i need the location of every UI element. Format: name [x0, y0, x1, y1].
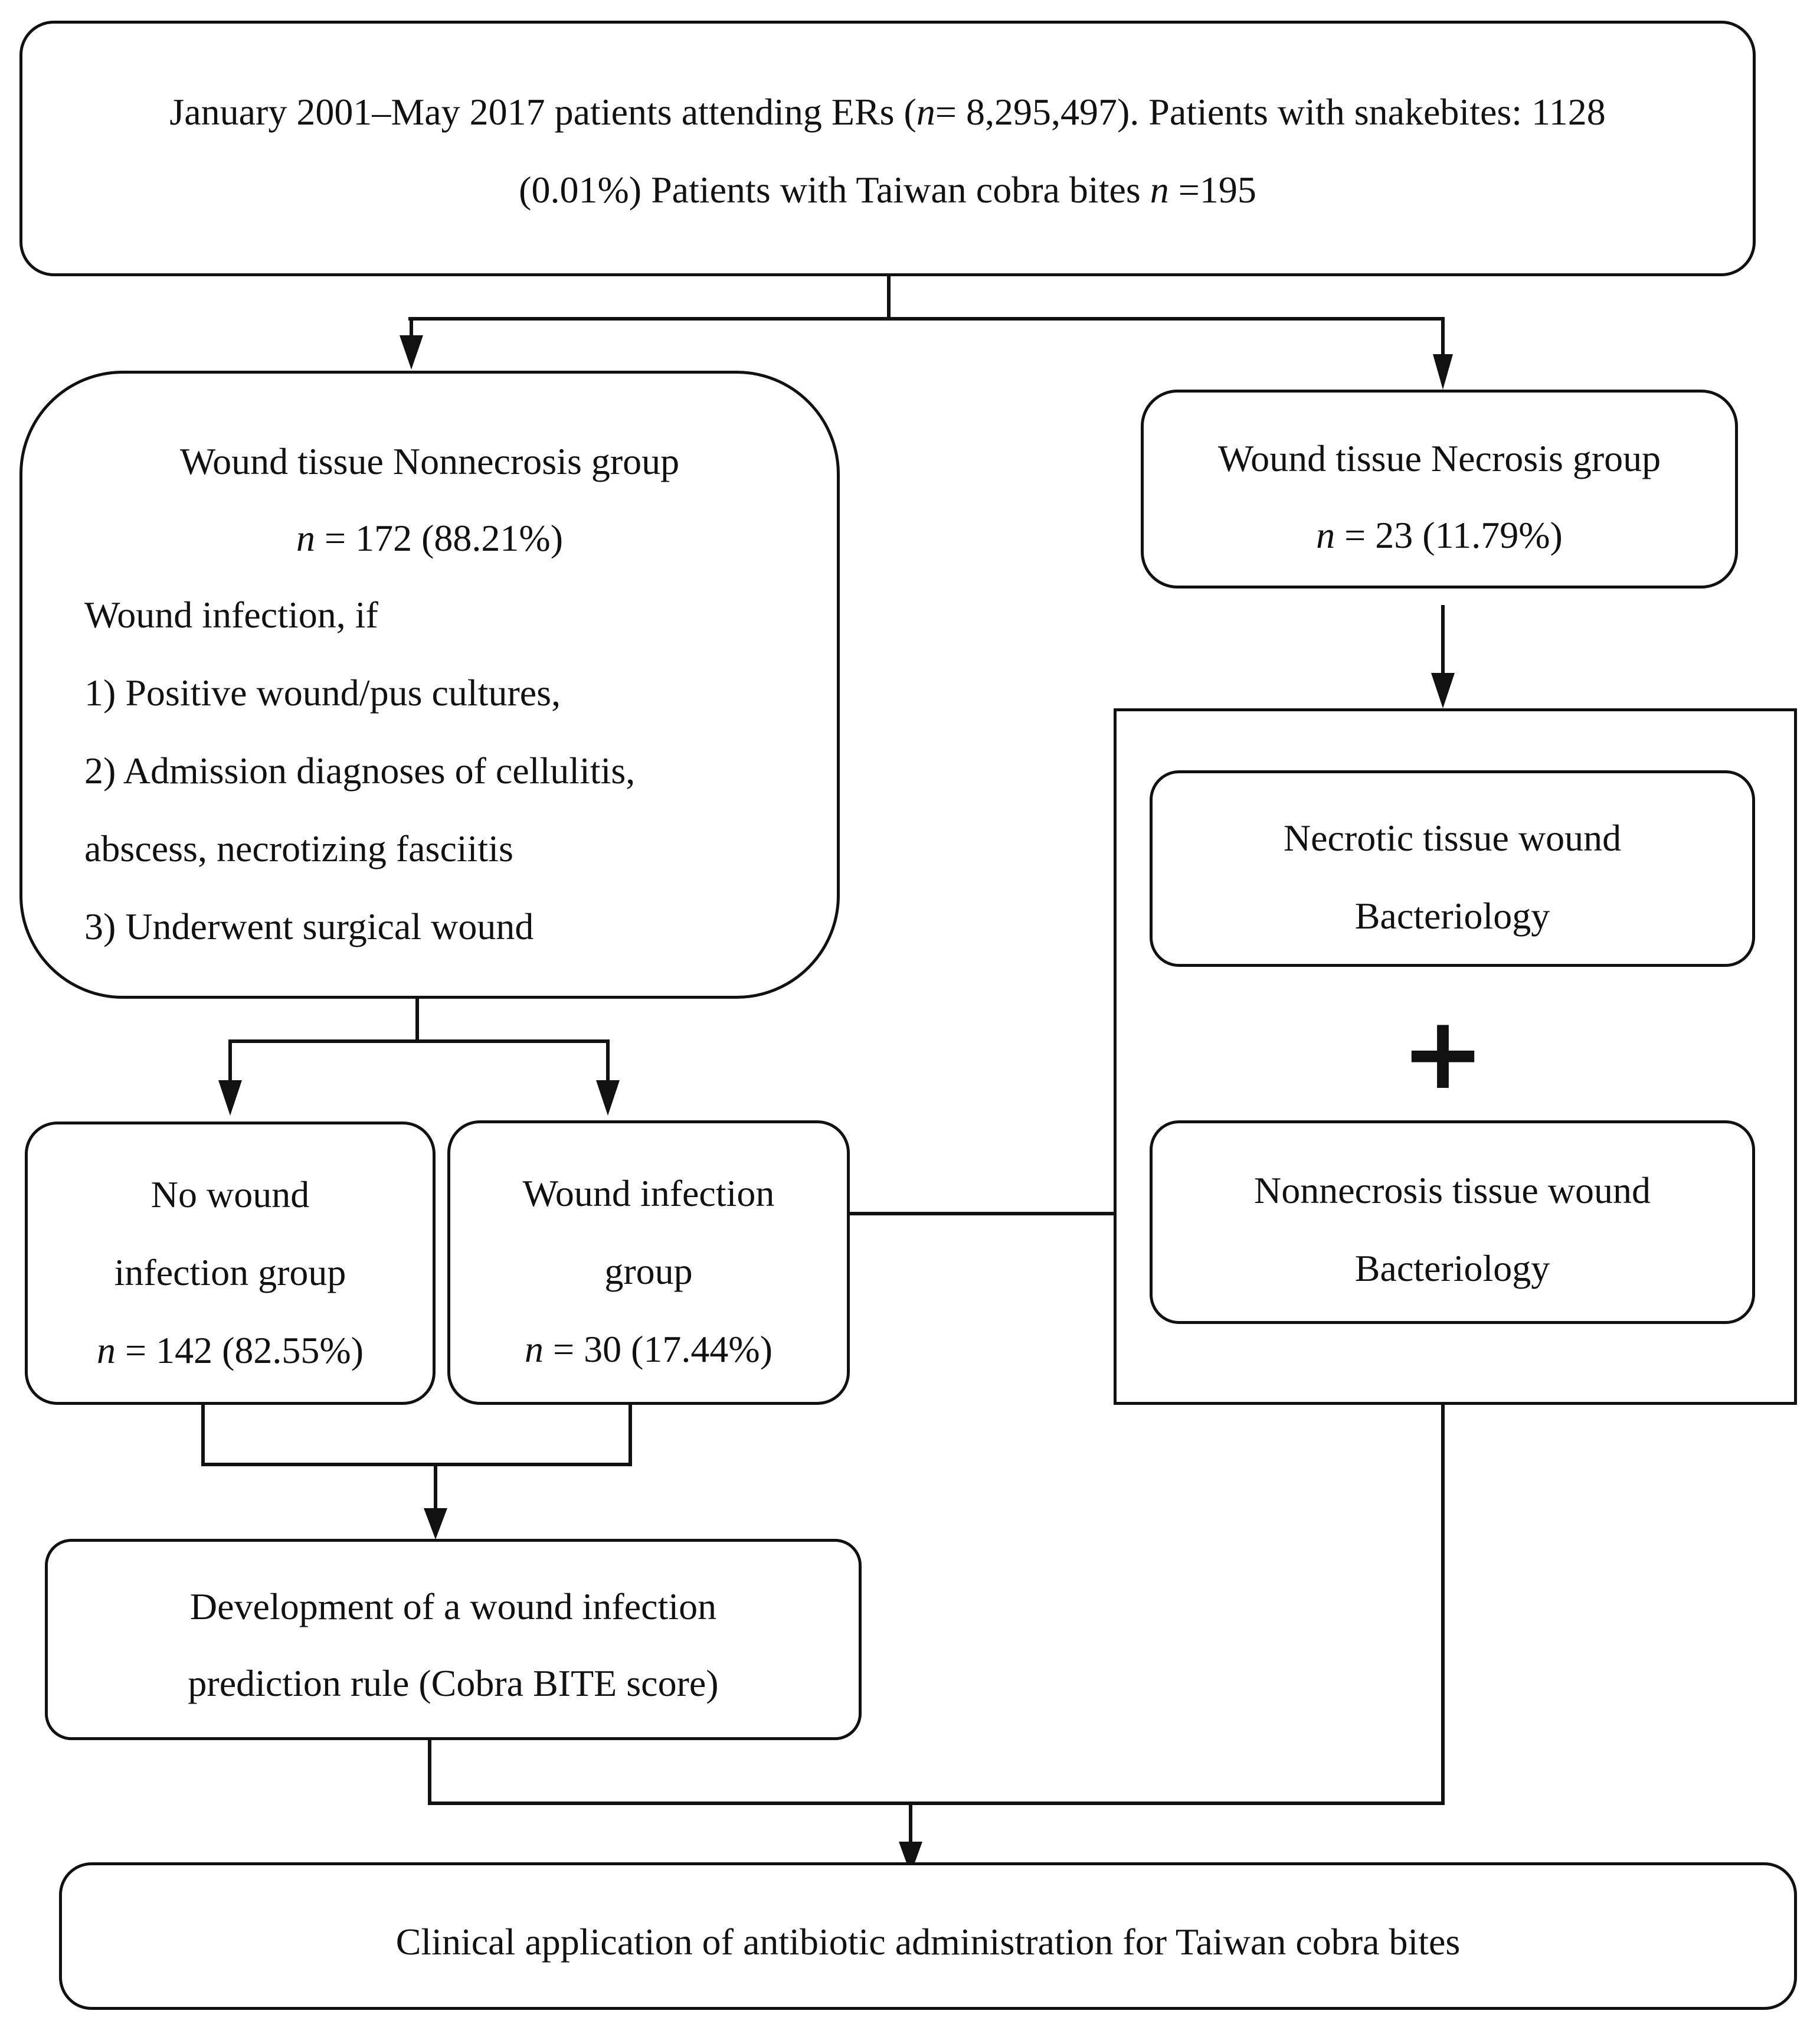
criteria-header: Wound infection, if: [84, 594, 378, 636]
arrowhead-nonnecrosis: [400, 335, 423, 370]
development-line2: prediction rule (Cobra BITE score): [188, 1662, 719, 1704]
nonnecrosis-bacteriology-box: [1150, 1120, 1755, 1324]
infection-group-box: [447, 1120, 850, 1405]
arrowhead-development: [424, 1508, 447, 1539]
infection-count-rest: = 30 (17.44%): [543, 1328, 773, 1370]
top-line1-pre: January 2001–May 2017 patients attending…: [169, 91, 916, 133]
clinical-line1: Clinical application of antibiotic admin…: [395, 1921, 1461, 1963]
necrosis-title: Wound tissue Necrosis group: [1217, 437, 1661, 479]
no-infection-count-rest: = 142 (82.55%): [115, 1329, 364, 1371]
criteria-item: 2) Admission diagnoses of cellulitis,: [84, 750, 636, 792]
nonnecrosis-group-box: [19, 371, 840, 999]
top-line1-n: n: [916, 91, 935, 133]
infection-count: n = 30 (17.44%): [447, 1330, 850, 1368]
infection-line1: Wound infection: [522, 1172, 775, 1214]
no-infection-count-n: n: [96, 1329, 116, 1371]
no-infection-group-box: [25, 1122, 436, 1405]
nonnecrosis-count-n: n: [296, 517, 315, 559]
necrotic-bacteriology-line1: Necrotic tissue wound: [1283, 817, 1622, 859]
necrosis-count: n = 23 (11.79%): [1141, 516, 1738, 554]
top-population-box: [19, 21, 1756, 276]
necrosis-count-rest: = 23 (11.79%): [1335, 514, 1563, 556]
infection-count-n: n: [524, 1328, 544, 1370]
no-infection-line2: infection group: [114, 1251, 346, 1293]
clinical-application-box: [59, 1862, 1797, 2010]
top-line2-pre: (0.01%) Patients with Taiwan cobra bites: [519, 169, 1150, 211]
criteria-item: 3) Underwent surgical wound: [84, 905, 534, 947]
infection-line2: group: [604, 1250, 693, 1292]
arrowhead-bacteriology: [1431, 673, 1455, 708]
development-line1: Development of a wound infection: [189, 1585, 717, 1627]
top-line1-post: = 8,295,497). Patients with snakebites: …: [935, 91, 1606, 133]
criteria-item: abscess, necrotizing fasciitis: [84, 828, 513, 869]
necrosis-count-n: n: [1316, 514, 1335, 556]
top-box-line2: (0.01%) Patients with Taiwan cobra bites…: [19, 171, 1756, 209]
arrowhead-necrosis: [1433, 354, 1453, 390]
top-line2-n: n: [1150, 169, 1169, 211]
necrotic-bacteriology-line2: Bacteriology: [1354, 895, 1550, 937]
arrowhead-clinical: [899, 1842, 922, 1874]
criteria-item: 1) Positive wound/pus cultures,: [84, 672, 561, 714]
nonnecrosis-count-rest: = 172 (88.21%): [315, 517, 564, 559]
arrowhead-no-infection: [218, 1080, 242, 1116]
plus-sign: +: [1400, 995, 1485, 1112]
arrowhead-infection: [596, 1080, 620, 1116]
no-infection-count: n = 142 (82.55%): [25, 1332, 436, 1369]
necrotic-bacteriology-box: [1150, 770, 1755, 967]
nonnecrosis-bacteriology-line2: Bacteriology: [1354, 1247, 1550, 1289]
top-line2-post: =195: [1168, 169, 1256, 211]
top-box-line1: January 2001–May 2017 patients attending…: [19, 93, 1756, 131]
nonnecrosis-title: Wound tissue Nonnecrosis group: [179, 440, 680, 482]
no-infection-line1: No wound: [150, 1173, 310, 1215]
necrosis-group-box: [1141, 390, 1738, 589]
nonnecrosis-count: n = 172 (88.21%): [19, 519, 840, 557]
development-box: [45, 1539, 862, 1740]
nonnecrosis-bacteriology-line1: Nonnecrosis tissue wound: [1254, 1169, 1651, 1211]
